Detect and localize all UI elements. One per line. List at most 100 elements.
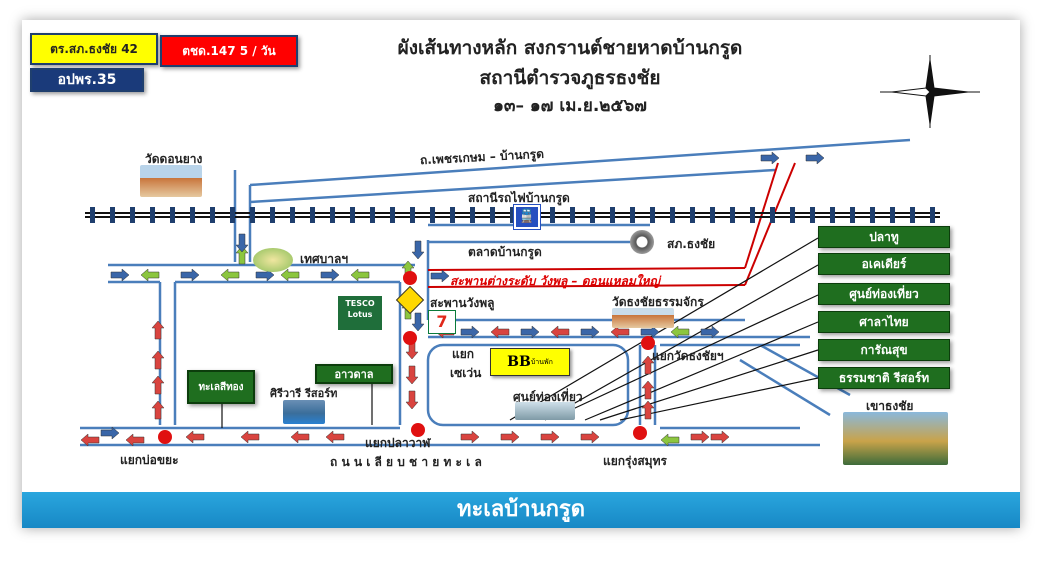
thale-si-thong-box: ทะเลสีทอง xyxy=(187,370,255,404)
traffic-arrow-icon xyxy=(670,325,690,339)
roads xyxy=(80,138,911,447)
junction-marker xyxy=(633,426,647,440)
traffic-arrow-icon xyxy=(641,400,655,420)
mountain-image xyxy=(843,412,948,465)
tourist-center-image xyxy=(515,402,575,420)
label-siriwari: ศิรีวารี รีสอร์ท xyxy=(270,387,338,400)
label-junction-seven-2: เซเว่น xyxy=(450,366,482,380)
traffic-arrow-icon xyxy=(405,365,419,385)
rail-tie xyxy=(510,207,515,223)
traffic-arrow-icon xyxy=(580,325,600,339)
label-police-station: สภ.ธงชัย xyxy=(667,237,716,251)
traffic-arrow-icon xyxy=(220,268,240,282)
label-wangphlu-bridge: สะพานวังพลู xyxy=(430,296,495,310)
rail-tie xyxy=(630,207,635,223)
rail-tie xyxy=(690,207,695,223)
rail-tie xyxy=(610,207,615,223)
label-market: ตลาดบ้านกรูด xyxy=(468,245,542,259)
traffic-arrow-icon xyxy=(550,325,570,339)
police-emblem-icon xyxy=(630,230,654,254)
rail-tie xyxy=(370,207,375,223)
railway xyxy=(85,207,940,223)
traffic-arrow-icon xyxy=(151,320,165,340)
rail-tie xyxy=(290,207,295,223)
rail-tie xyxy=(190,207,195,223)
rail-tie xyxy=(930,207,935,223)
label-municipality: เทศบาลฯ xyxy=(300,252,349,266)
rail-tie xyxy=(870,207,875,223)
bb-box: BB บ้านพัก xyxy=(490,348,570,376)
place-box-karansuk: การัณสุข xyxy=(818,339,950,361)
traffic-arrow-icon xyxy=(430,269,450,283)
place-box-thammachat-resort: ธรรมชาติ รีสอร์ท xyxy=(818,367,950,389)
label-pla-wan-junction: แยกปลาวาฬ xyxy=(365,436,431,450)
junction-marker xyxy=(641,336,655,350)
rail-tie xyxy=(170,207,175,223)
traffic-arrow-icon xyxy=(151,375,165,395)
label-beach-road: ถ น น เ ลี ย บ ช า ย ท ะ เ ล xyxy=(330,455,482,469)
temple-image xyxy=(140,165,202,197)
traffic-arrow-icon xyxy=(235,245,249,265)
traffic-arrow-icon xyxy=(580,430,600,444)
traffic-arrow-icon xyxy=(125,433,145,447)
police-badge: ตร.สภ.ธงชัย 42 xyxy=(30,33,158,65)
rail-tie xyxy=(650,207,655,223)
rail-tie xyxy=(470,207,475,223)
municipality-logo xyxy=(253,248,293,272)
traffic-arrow-icon xyxy=(80,433,100,447)
bb-label: BB xyxy=(507,354,531,370)
page-title: ผังเส้นทางหลัก สงกรานต์ชายหาดบ้านกรูด xyxy=(397,37,743,59)
rail-tie xyxy=(810,207,815,223)
junction-markers xyxy=(158,271,655,444)
label-bo-khaya-junction: แยกบ่อขยะ xyxy=(120,453,179,467)
label-khao-thongchai: เขาธงชัย xyxy=(866,399,914,413)
rail-tie xyxy=(550,207,555,223)
rail-tie xyxy=(90,207,95,223)
traffic-arrow-icon xyxy=(325,430,345,444)
rail-tie xyxy=(830,207,835,223)
traffic-arrow-icon xyxy=(140,268,160,282)
traffic-arrow-icon xyxy=(610,325,630,339)
train-icon: 🚆 xyxy=(513,204,541,230)
traffic-arrow-icon xyxy=(641,380,655,400)
rail-tie xyxy=(390,207,395,223)
traffic-arrow-icon xyxy=(460,325,480,339)
rail-tie xyxy=(270,207,275,223)
rail-tie xyxy=(250,207,255,223)
traffic-arrow-icon xyxy=(490,325,510,339)
traffic-arrow-icon xyxy=(641,355,655,375)
pointer-lines xyxy=(221,237,819,428)
rail-tie xyxy=(770,207,775,223)
rail-tie xyxy=(890,207,895,223)
rail-tie xyxy=(590,207,595,223)
rail-tie xyxy=(570,207,575,223)
place-box-sala-thai: ศาลาไทย xyxy=(818,311,950,333)
traffic-arrow-icon xyxy=(411,312,425,332)
rail-tie xyxy=(150,207,155,223)
seven-eleven-logo: 7 xyxy=(428,310,456,334)
label-tourist-center: ศูนย์ท่องเที่ยว xyxy=(513,390,583,404)
place-box-tourist-center: ศูนย์ท่องเที่ยว xyxy=(818,283,950,305)
rail-tie xyxy=(410,207,415,223)
traffic-arrows xyxy=(80,151,825,447)
traffic-arrow-icon xyxy=(151,400,165,420)
rail-tie xyxy=(210,207,215,223)
traffic-arrow-icon xyxy=(710,430,730,444)
label-wat-don-yang: วัดดอนยาง xyxy=(145,152,203,166)
border-police-badge: ตชด.147 5 / วัน xyxy=(160,35,298,67)
temple-image xyxy=(612,308,674,328)
rail-tie xyxy=(790,207,795,223)
place-box-academia: อเคเดียร์ xyxy=(818,253,950,275)
traffic-arrow-icon xyxy=(700,325,720,339)
rail-tie xyxy=(130,207,135,223)
label-wat-junction: แยกวัดธงชัยฯ xyxy=(652,349,724,363)
rail-tie xyxy=(490,207,495,223)
rail-tie xyxy=(850,207,855,223)
label-interchange: สะพานต่างระดับ วังพลู – ดอนแหลมใหญ่ xyxy=(450,274,660,288)
traffic-arrow-icon xyxy=(290,430,310,444)
tesco-logo: TESCO Lotus xyxy=(338,296,382,330)
traffic-arrow-icon xyxy=(405,390,419,410)
interchange-road xyxy=(427,162,796,288)
bb-sublabel: บ้านพัก xyxy=(530,357,553,366)
